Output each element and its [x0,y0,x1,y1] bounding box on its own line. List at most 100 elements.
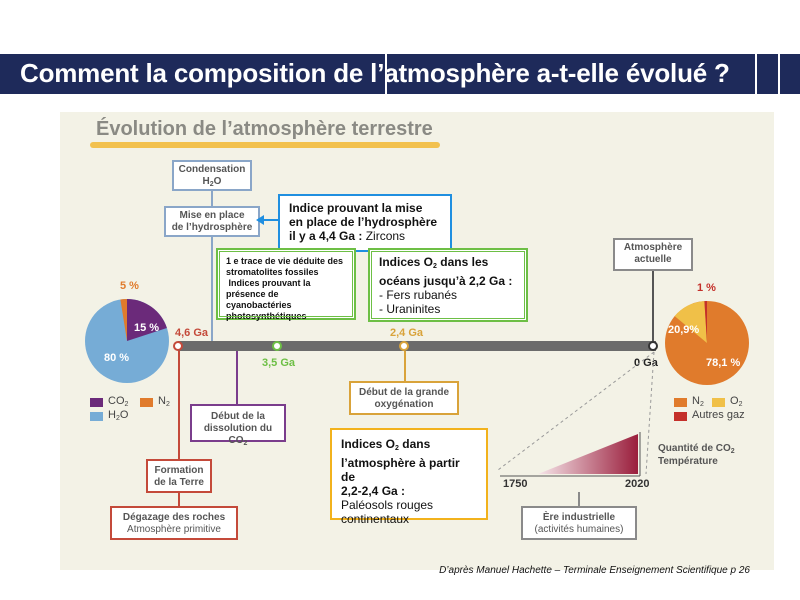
atmo-line2: l’atmosphère à partir de [341,456,460,484]
industrial-start-year: 1750 [503,478,528,490]
industrial-label-co2-sub: 2 [730,448,735,455]
timeline-bar [178,341,656,351]
title-banner: Comment la composition de l’atmosphère a… [0,54,800,94]
left-pie-label-co2: 15 % [134,322,160,334]
pie-slice-autres [704,301,707,343]
dissolution-text: dissolution du CO [203,423,273,446]
legend-h2o-sub: 2 [115,415,120,422]
pie-slice-co2 [127,299,167,341]
industrial-triangle [538,434,638,474]
hydrosphere-line2: de l’hydrosphère [171,222,253,233]
condensation-h: H [202,176,210,187]
zircons-value: Zircons [362,229,406,243]
connector-line [404,348,406,382]
condensation-box: Condensation H2O [172,160,252,191]
right-pie-label-n2: 78,1 % [706,357,741,369]
industrial-graph [500,432,641,477]
pie-slice-n2 [120,298,127,341]
stromatolites-line4: présence de cyanobactéries [226,289,292,310]
zircons-line2: en place de l’hydrosphère [289,215,438,229]
connector-line [578,492,580,506]
dissolution-sub: 2 [243,440,248,447]
legend-h2o: H2O [108,409,128,422]
condensation-formula: H2O [177,176,247,191]
dashed-line [645,351,655,475]
ere-industrielle-line2: (activités humaines) [534,524,624,535]
formation-line1: Formation [154,465,204,476]
ere-industrielle-box: Ère industrielle (activités humaines) [521,506,637,540]
timeline-label-2-4: 2,4 Ga [390,327,424,339]
connector-line [211,236,213,346]
legend-co2-text: CO [108,395,125,407]
industrial-label-co2: Quantité de CO2 [658,443,735,455]
legend-n2-sub: 2 [165,401,170,408]
oceans-item2: - Uraninites [379,302,441,316]
oceans-t1b: dans les [436,255,489,269]
industrial-end-year: 2020 [625,478,650,490]
connector-line [236,348,238,406]
atmo-line1: Indices O2 dans [341,437,477,456]
zircons-box: Indice prouvant la mise en place de l’hy… [278,194,452,252]
atmo-line3: 2,2-2,4 Ga : [341,484,406,498]
dashed-line [497,351,655,471]
banner-separator [755,54,757,94]
banner-separator [385,54,387,94]
legend-swatch-o2 [712,398,725,407]
ere-industrielle-line1: Ère industrielle [542,512,616,523]
right-pie-label-o2: 20,9% [668,324,700,336]
timeline-label-4-6: 4,6 Ga [175,327,209,339]
industrial-label-temperature: Température [658,456,718,467]
oceans-box: Indices O2 dans les océans jusqu’à 2,2 G… [368,248,528,322]
legend-co2-sub: 2 [124,401,129,408]
atmo-t1: Indices O [341,437,396,451]
left-pie-chart [85,298,169,383]
condensation-o: O [213,176,222,187]
legend-n2-text: N [158,395,166,407]
right-pie-label-autres: 1 % [697,282,716,294]
hydrosphere-line1: Mise en place [179,210,245,221]
legend-swatch-autres [674,412,687,421]
oceans-t1-sub: 2 [433,263,437,270]
banner-separator [778,54,780,94]
oceans-line2: océans jusqu’à 2,2 Ga : [379,274,513,288]
grande-oxygenation-box: Début de la grande oxygénation [349,381,459,415]
legend-n2-current-sub: 2 [699,401,704,408]
timeline-tick-2-4 [399,341,409,351]
legend-n2-current-text: N [692,395,700,407]
industrial-dashed-lines [497,351,655,475]
oceans-line1: Indices O2 dans les [379,255,517,274]
legend-co2: CO2 [108,395,128,408]
stromatolites-box: 1 e trace de vie déduite des stromatolit… [216,248,356,321]
atmosphere-actuelle-line2: actuelle [634,254,672,265]
page-title: Comment la composition de l’atmosphère a… [20,58,730,88]
formation-line2: de la Terre [154,477,204,488]
dissolution-box: Début de la dissolution du CO2 [190,404,286,447]
stromatolites-line1: 1 e trace de vie déduite des [226,256,344,266]
condensation-label: Condensation [178,164,246,175]
timeline-tick-4-6 [173,341,183,351]
legend-swatch-n2 [140,398,153,407]
legend-o2-text: O [730,395,739,407]
legend-h2o-h: H [108,409,116,421]
condensation-sub: 2 [209,181,214,188]
timeline-tick-3-5 [272,341,282,351]
legend-o2: O2 [730,395,742,408]
stromatolites-line2: stromatolites fossiles [226,267,319,277]
right-pie-chart [665,301,749,385]
atmo-t1b: dans [398,437,431,451]
connector-line [178,348,180,460]
connector-line [211,190,213,206]
connector-line [178,492,180,506]
grande-oxygenation-line1: Début de la grande [358,387,449,398]
grande-oxygenation-line2: oxygénation [374,399,434,410]
legend-autres: Autres gaz [692,409,745,421]
dissolution-line2: dissolution du CO2 [195,423,281,450]
left-pie-label-h2o: 80 % [104,352,130,364]
atmo-line4: Paléosols rouges [341,498,434,512]
degazage-line1: Dégazage des roches [122,512,226,523]
pie-slice-o2 [674,301,707,343]
connector-line [652,270,654,342]
oceans-item1: - Fers rubanés [379,288,458,302]
zircons-line3: il y a 4,4 Ga : Zircons [289,229,441,243]
legend-swatch-n2-current [674,398,687,407]
